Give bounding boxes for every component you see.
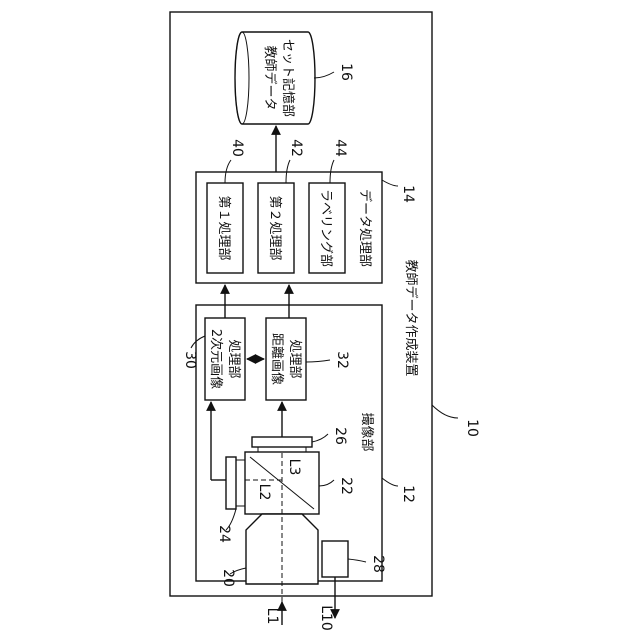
ref-sensor-2d: 24: [216, 525, 232, 543]
processor-2-label: 第２処理部: [267, 195, 282, 260]
ref-imaging-unit: 12: [400, 485, 416, 503]
ref-proc-2d: 30: [182, 351, 198, 369]
beam-l1-label: L1: [264, 608, 280, 625]
ref-processor-2: 42: [288, 139, 304, 157]
light-source: [322, 541, 348, 577]
ref-prism: 22: [338, 477, 354, 495]
proc-2d-line1: 2次元画像: [208, 329, 224, 389]
beam-l10-label: L10: [318, 605, 334, 631]
ref-light-source: 28: [370, 555, 386, 573]
ref-proc-distance: 32: [334, 351, 350, 369]
device-title: 教師データ作成装置: [403, 259, 419, 376]
distance-sensor: [252, 437, 312, 447]
beam-l2-label: L2: [256, 484, 272, 501]
ref-lens: 20: [220, 569, 236, 587]
ref-device: 10: [464, 419, 480, 437]
ref-processor-1: 40: [229, 139, 245, 157]
proc-distance-line1: 距離画像: [269, 333, 284, 385]
ref-data-processing-unit: 14: [400, 185, 416, 203]
beam-l3-label: L3: [286, 459, 302, 476]
storage-label-line1: 教師データ: [262, 45, 278, 110]
labeling-unit-label: ラベリング部: [318, 189, 333, 267]
sensor-2d: [226, 457, 236, 509]
ref-labeling-unit: 44: [332, 139, 348, 157]
processor-1-label: 第１処理部: [216, 195, 231, 260]
proc-2d-line2: 処理部: [226, 339, 241, 378]
ref-distance-sensor: 26: [332, 427, 348, 445]
proc-distance-line2: 処理部: [287, 339, 302, 378]
ref-storage: 16: [338, 63, 354, 81]
storage-label-line2: セット記憶部: [280, 39, 296, 117]
data-processing-unit-label: データ処理部: [357, 189, 373, 267]
imaging-unit-label: 撮像部: [359, 412, 375, 451]
